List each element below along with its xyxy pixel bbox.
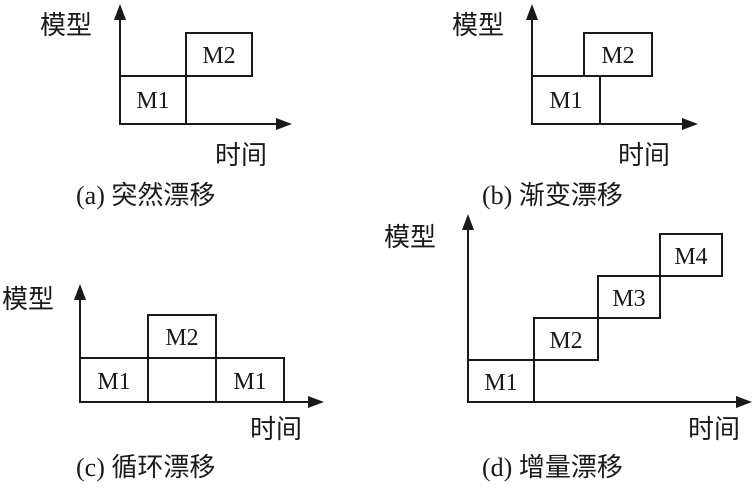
panel-c: 模型 时间 M1 M2 M1 (c) 循环漂移: [2, 284, 324, 482]
panel-d-x-axis-label: 时间: [688, 415, 740, 444]
panel-a-box-m2-label: M2: [202, 43, 235, 69]
panel-b-x-axis-label: 时间: [618, 141, 670, 170]
panel-c-box-m1: [79, 357, 149, 403]
panel-d-box-m3: [597, 275, 661, 319]
panel-b-y-axis-label: 模型: [452, 11, 504, 40]
panel-c-caption: (c) 循环漂移: [76, 453, 215, 482]
panel-d-box-m1-label: M1: [484, 370, 517, 396]
panel-d-box-m4-label: M4: [674, 244, 707, 270]
panel-b-y-arrow: [526, 4, 538, 20]
panel-b-box-m1-label: M1: [549, 88, 582, 114]
panel-a-caption: (a) 突然漂移: [76, 181, 215, 210]
panel-a-x-axis-label: 时间: [215, 141, 267, 170]
panel-b-box-m2-label: M2: [601, 43, 634, 69]
panel-c-box-empty: [147, 357, 217, 403]
panel-a-box-m2: [185, 32, 253, 77]
panel-d-y-arrow: [462, 214, 474, 230]
panel-b-box-m1: [531, 75, 601, 125]
panel-b-x-arrow: [682, 118, 698, 130]
panel-a-box-m1: [119, 75, 187, 125]
panel-d-x-arrow: [736, 396, 752, 408]
panel-d-box-m2-label: M2: [549, 328, 582, 354]
panel-d-y-axis-label: 模型: [384, 223, 436, 252]
panel-b-box-m2: [583, 32, 653, 77]
panel-d-box-m3-label: M3: [612, 286, 645, 312]
panel-c-box-m2-label: M2: [165, 325, 198, 351]
panel-d-box-m4: [659, 233, 723, 277]
panel-c-y-arrow: [74, 284, 86, 300]
panel-a: 模型 时间 M1 M2 (a) 突然漂移: [40, 4, 292, 210]
panel-d-box-m1: [467, 359, 535, 403]
panel-b-caption: (b) 渐变漂移: [482, 181, 623, 210]
panel-c-box-m2: [147, 314, 217, 359]
panel-c-box-m1-label: M1: [97, 369, 130, 395]
panel-c-box-m1-return: [215, 357, 285, 403]
panel-d-box-m2: [533, 317, 599, 361]
panel-a-box-m1-label: M1: [136, 88, 169, 114]
panel-c-x-arrow: [308, 396, 324, 408]
panel-c-x-axis-label: 时间: [250, 415, 302, 444]
panel-a-x-arrow: [276, 118, 292, 130]
panel-a-y-axis-label: 模型: [40, 11, 92, 40]
panel-d: 模型 时间 M1 M2 M3 M4 (d) 增量漂移: [384, 214, 752, 482]
panel-c-box-m1-return-label: M1: [233, 369, 266, 395]
panel-d-caption: (d) 增量漂移: [482, 453, 623, 482]
panel-b: 模型 时间 M1 M2 (b) 渐变漂移: [452, 4, 698, 210]
panel-c-y-axis-label: 模型: [2, 285, 54, 314]
panel-a-y-arrow: [114, 4, 126, 20]
